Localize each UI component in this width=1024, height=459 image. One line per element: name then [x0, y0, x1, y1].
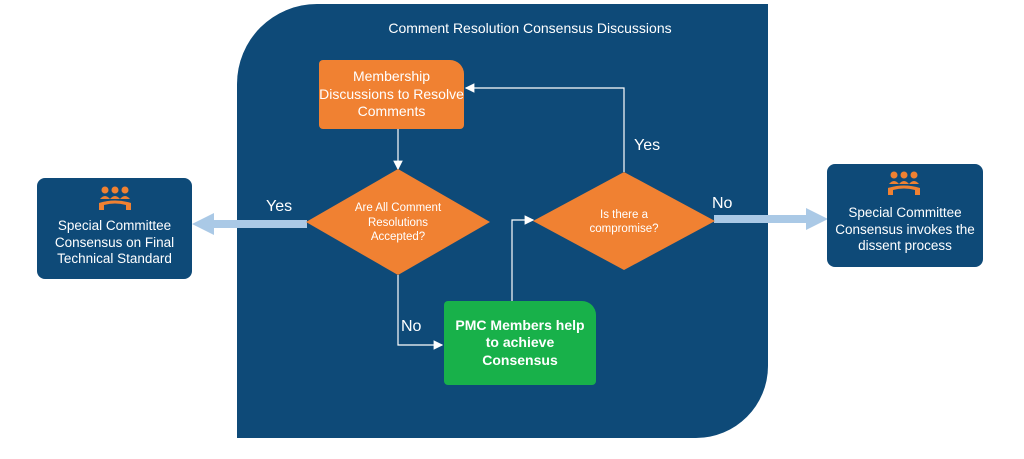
pmc-help-label: PMC Members help to achieve Consensus	[455, 316, 585, 368]
arrow-accepted-no-to-pmc	[397, 275, 444, 350]
compromise-question-label: Is there a compromise?	[589, 208, 659, 235]
membership-discussions-label: Membership Discussions to Resolve Commen…	[319, 68, 464, 120]
membership-discussions-box	[319, 60, 464, 129]
people-icon	[888, 171, 920, 195]
edge-label-compromise-no: No	[712, 195, 733, 212]
edge-label-compromise-yes: Yes	[634, 137, 661, 154]
final-standard-box	[37, 178, 192, 279]
accepted-decision-diamond	[306, 169, 490, 275]
arrow-compromise-yes-to-membership	[464, 83, 625, 172]
panel-title: Comment Resolution Consensus Discussions	[388, 20, 672, 36]
final-standard-label: Special Committee Consensus on Final Tec…	[54, 217, 175, 267]
edge-label-accepted-yes: Yes	[266, 198, 293, 215]
pmc-help-box	[444, 301, 596, 385]
arrow-head-right	[806, 208, 828, 230]
edge-label-accepted-no: No	[401, 318, 422, 335]
accepted-question-label: Are All Comment Resolutions Accepted?	[354, 202, 442, 244]
people-icon	[99, 186, 131, 210]
dissent-process-label: Special Committee Consensus invokes the …	[835, 204, 975, 254]
arrow-pmc-to-compromise	[511, 215, 535, 301]
arrow-head-left	[192, 213, 214, 235]
compromise-decision-diamond	[533, 172, 715, 270]
